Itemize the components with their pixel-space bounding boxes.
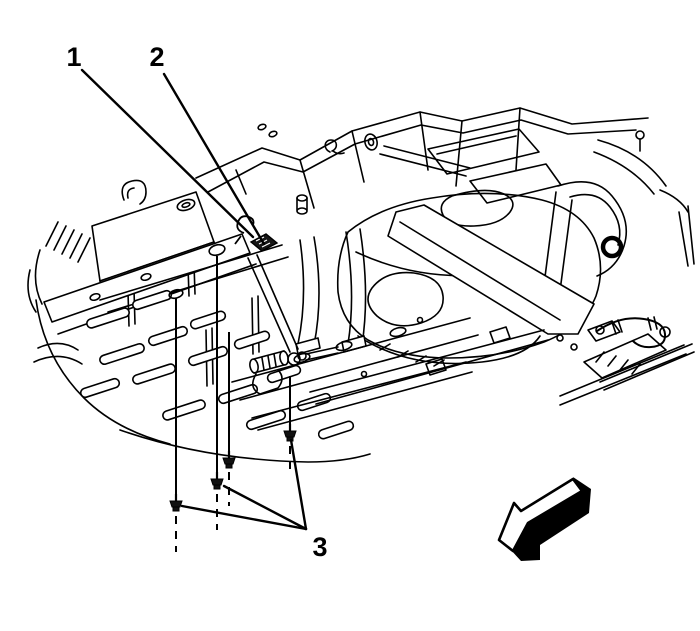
bolt-fastener (221, 449, 237, 470)
fuel-line-fittings (249, 346, 339, 395)
bolt-fastener (282, 422, 298, 443)
direction-arrow-icon (497, 477, 591, 561)
callout-3-leader (180, 504, 308, 531)
callout-3-leader (289, 438, 308, 531)
floor-pan-slots (79, 289, 355, 440)
bolt-fastener (168, 492, 184, 513)
underbody-line-art (27, 107, 695, 463)
callout-1-label: 1 (66, 42, 81, 72)
callout-3-leader (222, 484, 308, 531)
callout-leader-lines (80, 68, 308, 531)
callout-3-label: 3 (312, 532, 327, 562)
fastener-bolts (168, 243, 298, 552)
callout-2-label: 2 (149, 42, 164, 72)
callout-1-leader (80, 68, 255, 239)
wire-curl (234, 215, 255, 245)
callout-2-leader (162, 72, 266, 246)
bolt-fastener (209, 470, 225, 491)
